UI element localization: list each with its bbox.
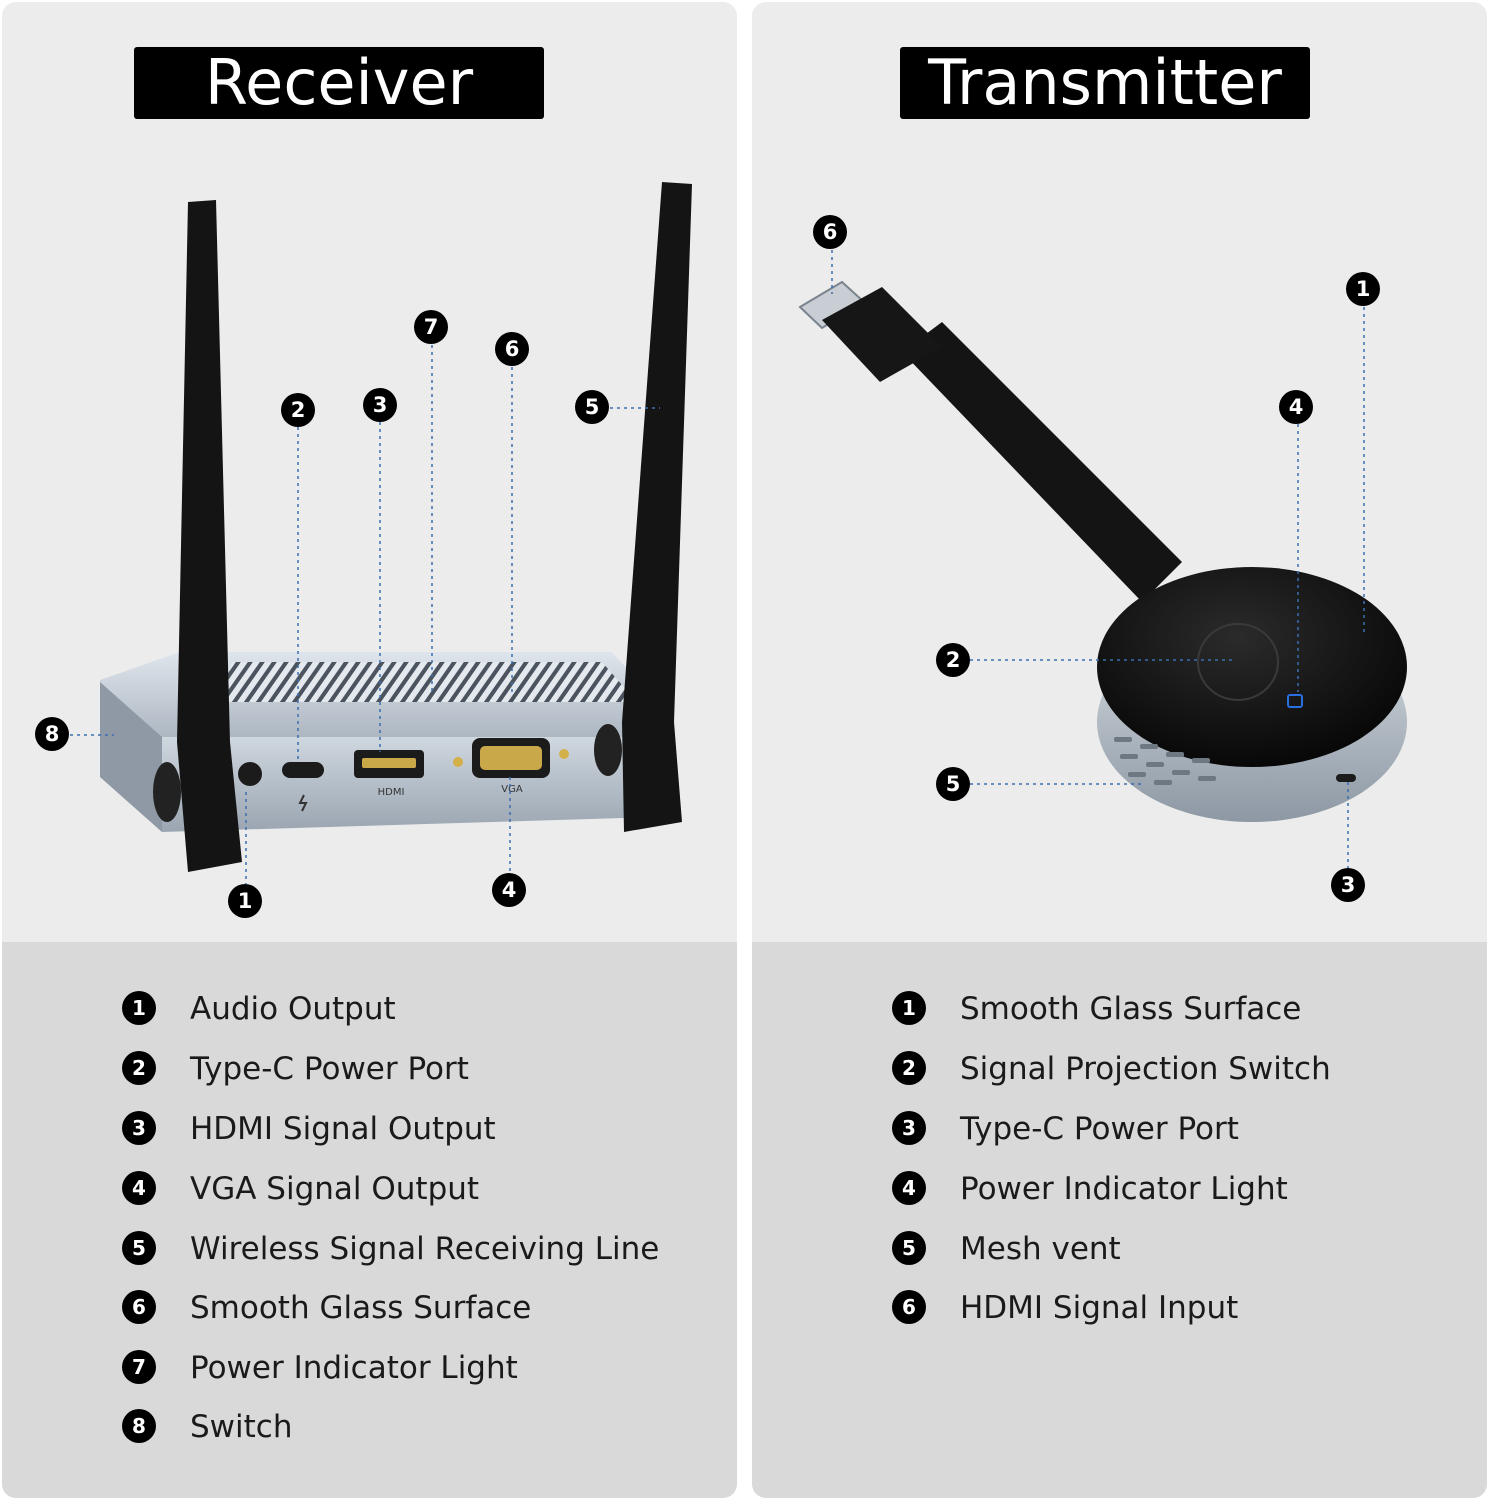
receiver-callout-7: 7 [414, 310, 448, 344]
receiver-leader-lines [70, 345, 660, 884]
type-c-port [282, 762, 324, 778]
transmitter-leader-lines [831, 250, 1365, 868]
projection-switch-button [1197, 623, 1279, 701]
hdmi-plug-body [822, 287, 942, 382]
receiver-callout-4: 4 [492, 873, 526, 907]
receiver-illustration: HDMI VGA [70, 182, 692, 884]
transmitter-callout-5: 5 [936, 767, 970, 801]
puck-glass-surface [1097, 567, 1407, 767]
receiver-panel: Receiver HDMI [2, 2, 737, 1498]
receiver-antennas [153, 182, 692, 872]
receiver-callout-2: 2 [281, 393, 315, 427]
receiver-callout-3: 3 [363, 388, 397, 422]
power-indicator-icon [1287, 694, 1303, 708]
type-c-port [1336, 774, 1356, 782]
transmitter-callout-3: 3 [1331, 868, 1365, 902]
receiver-callout-6: 6 [495, 332, 529, 366]
receiver-device: HDMI VGA [100, 652, 657, 832]
antenna-right [622, 182, 692, 832]
receiver-legend-area [2, 942, 737, 1498]
vga-port-label: VGA [501, 784, 523, 795]
transmitter-illustration [798, 250, 1407, 868]
mesh-vent [1114, 737, 1216, 785]
audio-port [238, 762, 262, 786]
receiver-callout-1: 1 [228, 884, 262, 918]
flat-cable [902, 322, 1182, 602]
transmitter-callout-6: 6 [813, 215, 847, 249]
receiver-title: Receiver [134, 47, 544, 119]
bolt-icon [298, 794, 308, 812]
transmitter-callout-2: 2 [936, 643, 970, 677]
receiver-callout-5: 5 [575, 390, 609, 424]
transmitter-legend-area [752, 942, 1487, 1498]
transmitter-callout-4: 4 [1279, 390, 1313, 424]
transmitter-panel: Transmitter [752, 2, 1487, 1498]
hdmi-port-label: HDMI [378, 787, 405, 798]
antenna-left [177, 200, 242, 872]
transmitter-title: Transmitter [900, 47, 1310, 119]
transmitter-callout-1: 1 [1346, 272, 1380, 306]
receiver-callout-8: 8 [35, 717, 69, 751]
transmitter-device [798, 280, 1407, 822]
